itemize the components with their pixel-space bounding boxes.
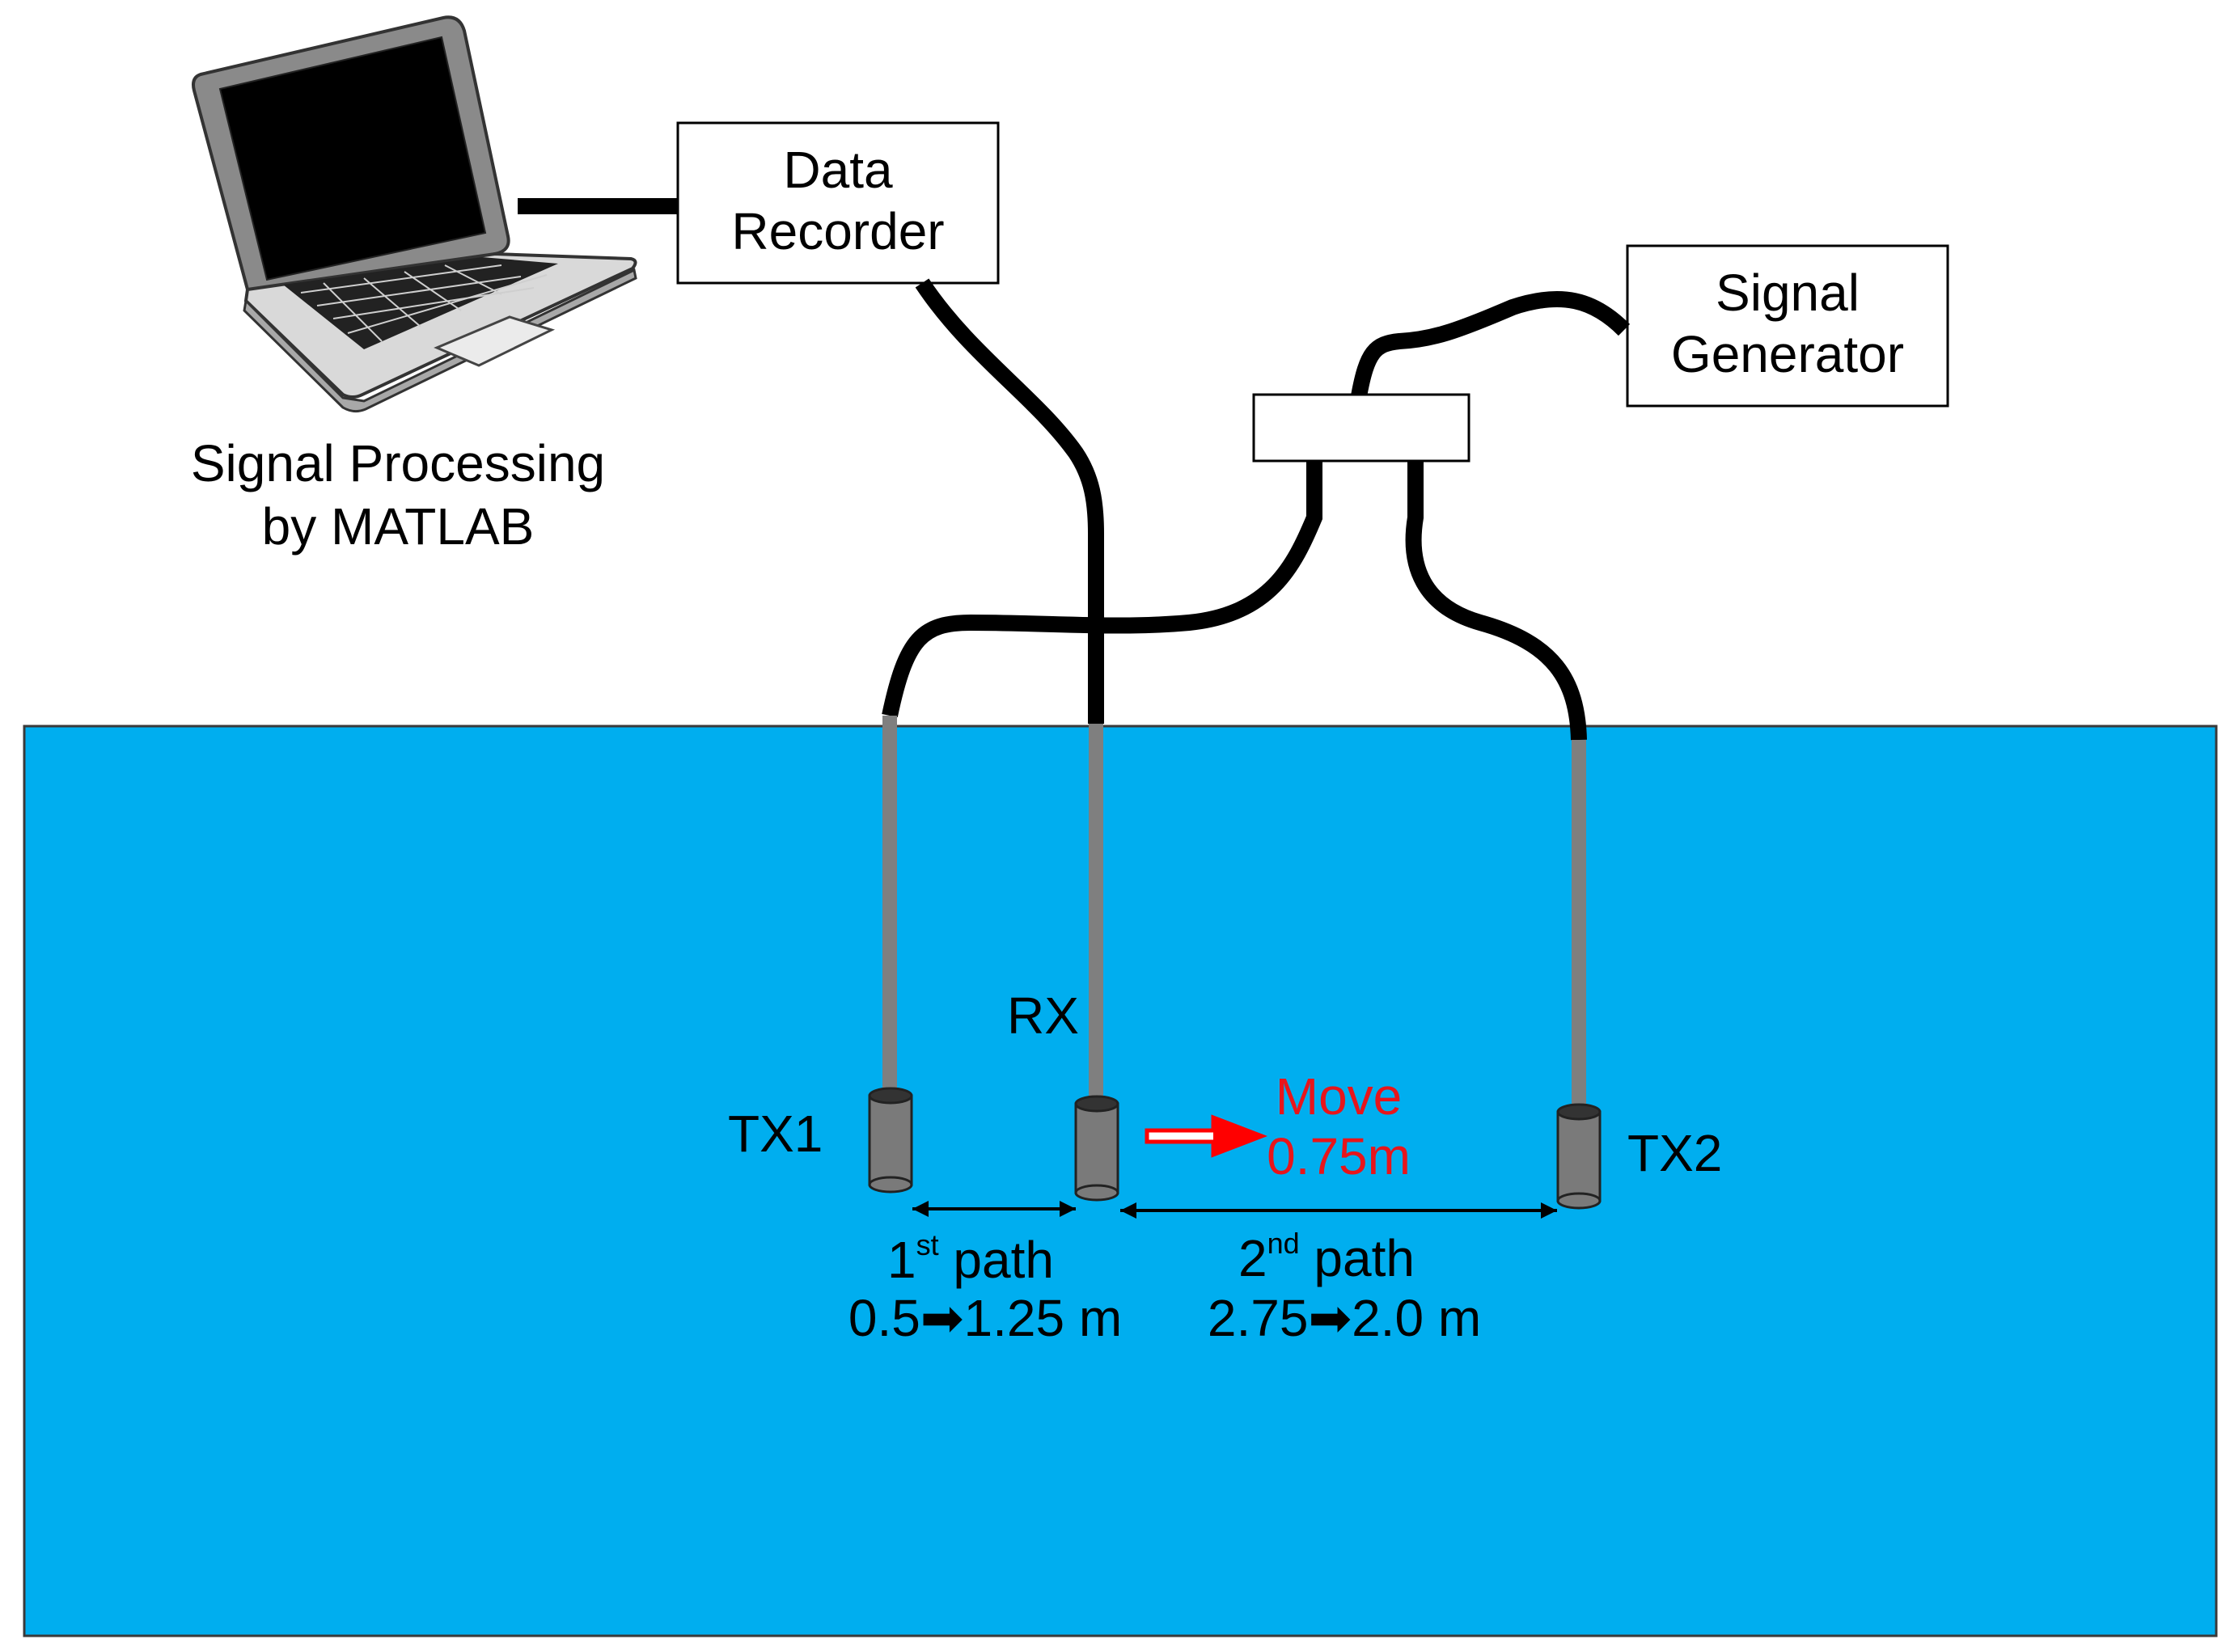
signal-generator-label-line2: Generator (1671, 325, 1904, 383)
data-recorder-label-line1: Data (783, 141, 893, 199)
splitter-tx2-cable (1405, 461, 1587, 741)
path2-title: 2nd path (1238, 1227, 1415, 1287)
tx1-label: TX1 (728, 1105, 823, 1163)
laptop-caption-line2: by MATLAB (262, 497, 535, 556)
signal-generator-box (1626, 244, 1949, 408)
path2-distance: 2.75➡2.0 m (1208, 1289, 1481, 1347)
laptop-icon (192, 15, 637, 413)
move-label-line1: Move (1276, 1067, 1403, 1126)
tx1-transducer (868, 1087, 913, 1194)
water-tank (23, 725, 2218, 1637)
signal-generator-label-line1: Signal (1716, 264, 1860, 322)
data-recorder-label-line2: Recorder (731, 202, 944, 260)
path1-distance: 0.5➡1.25 m (848, 1289, 1122, 1347)
generator-splitter-cable (1351, 291, 1631, 398)
tx2-transducer (1556, 1103, 1602, 1210)
data-recorder-box (676, 121, 1000, 285)
move-label-line2: 0.75m (1267, 1127, 1411, 1185)
path1-arrow-icon: ➡ (920, 1289, 964, 1347)
rx-transducer (1074, 1095, 1119, 1202)
path2-arrow-icon: ➡ (1308, 1289, 1352, 1347)
rx-label: RX (1007, 987, 1079, 1045)
path1-title: 1st path (887, 1228, 1054, 1289)
recorder-rx-cable (915, 278, 1104, 724)
laptop-caption-line1: Signal Processing (191, 434, 605, 492)
splitter-tx1-cable (882, 461, 1322, 718)
splitter-box (1252, 393, 1470, 463)
tx2-label: TX2 (1627, 1124, 1722, 1182)
